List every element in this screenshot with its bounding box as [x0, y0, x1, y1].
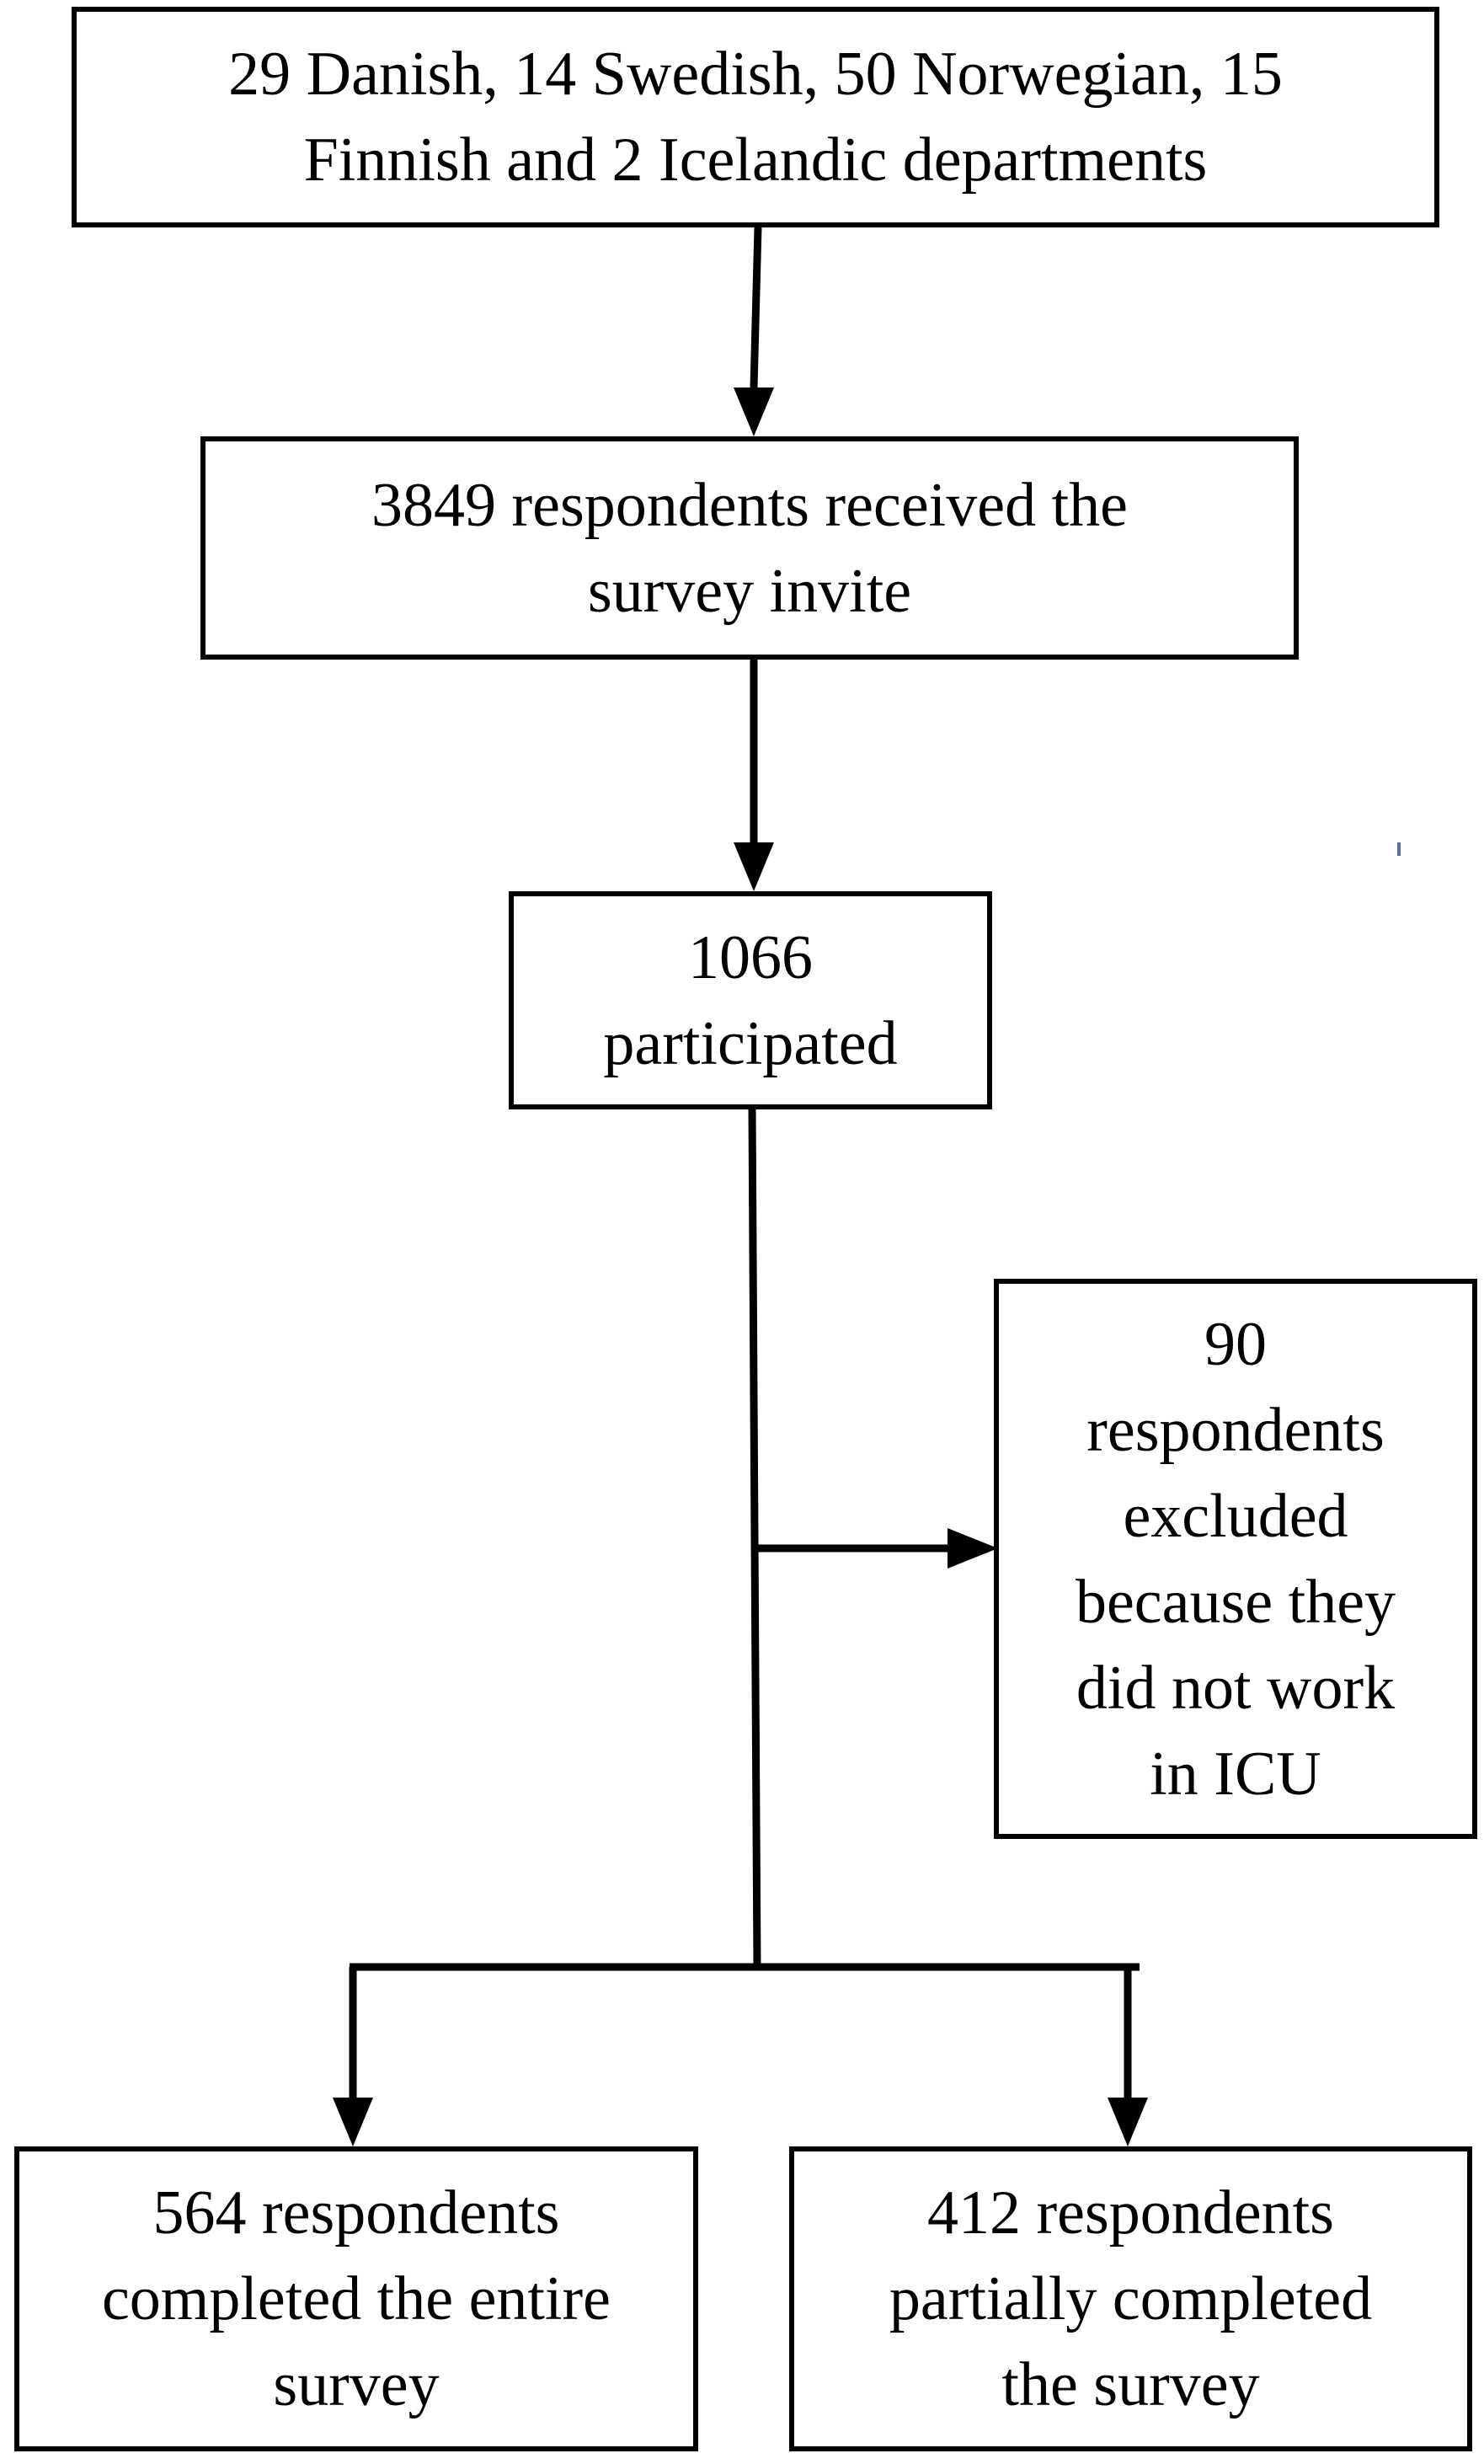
- arrowhead-to-excluded: [948, 1528, 998, 1569]
- completed-box: 564 respondents completed the entire sur…: [14, 2146, 698, 2451]
- excluded-box: 90 respondents excluded because they did…: [994, 1279, 1477, 1839]
- arrowhead-to-partial: [1108, 2098, 1148, 2146]
- participated-text: 1066 participated: [603, 922, 898, 1078]
- participated-box: 1066 participated: [509, 891, 992, 1109]
- invited-text: 3849 respondents received the survey inv…: [371, 470, 1128, 626]
- connector-departments-to-invited: [750, 227, 762, 388]
- arrowhead-to-completed: [333, 2098, 373, 2146]
- completed-text: 564 respondents completed the entire sur…: [101, 2178, 611, 2419]
- stray-mark: [1397, 842, 1401, 856]
- invited-box: 3849 respondents received the survey inv…: [200, 436, 1299, 660]
- excluded-text: 90 respondents excluded because they did…: [1075, 1309, 1396, 1809]
- partial-box: 412 respondents partially completed the …: [789, 2146, 1472, 2451]
- connector-participated-trunk: [748, 1109, 761, 1968]
- departments-box: 29 Danish, 14 Swedish, 50 Norwegian, 15 …: [72, 7, 1439, 227]
- arrowhead-to-participated: [734, 842, 774, 891]
- arrowhead-to-invited: [734, 388, 774, 436]
- departments-text: 29 Danish, 14 Swedish, 50 Norwegian, 15 …: [228, 40, 1283, 195]
- partial-text: 412 respondents partially completed the …: [889, 2178, 1373, 2419]
